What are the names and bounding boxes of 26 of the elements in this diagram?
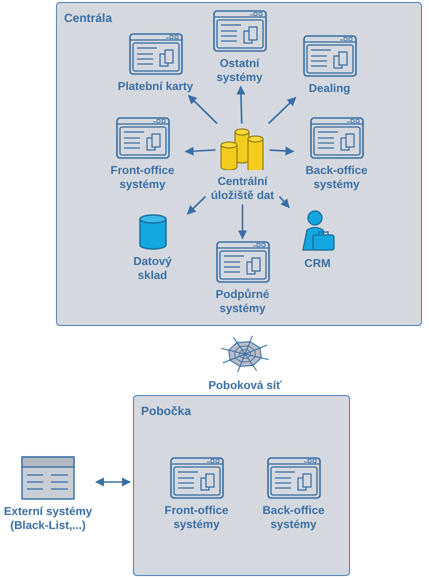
node-label: Externí systémy (Black-List,...) <box>2 505 94 533</box>
node-label: Podpůrné systémy <box>214 288 270 316</box>
node-label: Centrální úložiště dat <box>210 174 276 202</box>
node-label: Datový sklad <box>132 254 173 282</box>
arrow <box>186 196 206 215</box>
node-label: Front-office systémy <box>164 504 230 532</box>
region-title: Centrála <box>64 11 112 25</box>
arrow <box>184 146 216 156</box>
arrow <box>268 96 296 124</box>
region-panel <box>56 2 422 326</box>
region-panel <box>133 395 350 576</box>
node-label: CRM <box>304 256 331 270</box>
node-label: Dealing <box>308 82 350 96</box>
node-label: Front-office systémy <box>110 164 176 192</box>
arrow <box>238 204 247 240</box>
node-label: Platební karty <box>118 80 194 94</box>
node-label: Back-office systémy <box>304 164 368 192</box>
node-label: Ostatní systémy <box>215 56 264 84</box>
arrow <box>236 86 246 124</box>
arrow <box>278 196 290 208</box>
region-title: Pobočka <box>141 404 192 418</box>
arrow <box>188 94 218 124</box>
arrow <box>95 478 131 486</box>
node-label: Back-office systémy <box>262 504 326 532</box>
node-label: Poboková síť <box>208 379 282 393</box>
arrow <box>269 146 294 156</box>
